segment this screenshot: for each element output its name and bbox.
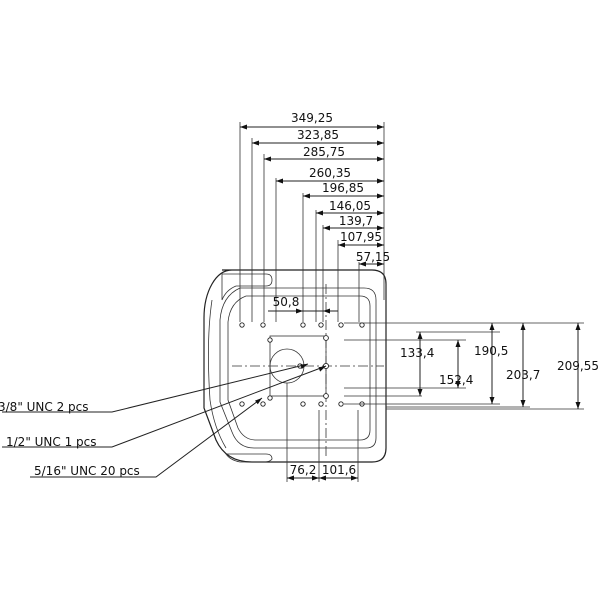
callout-5-16-unc: 5/16" UNC 20 pcs bbox=[34, 464, 140, 478]
hole bbox=[267, 337, 273, 343]
top-dimensions: 349,25 323,85 285,75 260,35 196,85 146,0… bbox=[239, 111, 390, 322]
hole bbox=[239, 322, 245, 328]
hole bbox=[260, 401, 266, 407]
hole bbox=[323, 335, 329, 341]
dim-50-8: 50,8 bbox=[273, 295, 300, 309]
dim-260-35: 260,35 bbox=[309, 166, 351, 180]
dim-76-2: 76,2 bbox=[290, 463, 317, 477]
dim-101-6: 101,6 bbox=[322, 463, 356, 477]
hole bbox=[323, 393, 329, 399]
hole bbox=[338, 322, 344, 328]
hole bbox=[300, 401, 306, 407]
right-dimensions: 133,4 190,5 152,4 203,7 209,55 bbox=[344, 322, 599, 410]
bottom-dimensions: 76,2 101,6 bbox=[286, 383, 359, 482]
dim-203-7: 203,7 bbox=[506, 368, 540, 382]
hole bbox=[359, 322, 365, 328]
hole bbox=[267, 395, 273, 401]
dim-146-05: 146,05 bbox=[329, 199, 371, 213]
dim-196-85: 196,85 bbox=[322, 181, 364, 195]
dim-152-4: 152,4 bbox=[439, 373, 473, 387]
callout-3-8-unc: 3/8" UNC 2 pcs bbox=[0, 400, 89, 414]
hole bbox=[300, 322, 306, 328]
dim-349-25: 349,25 bbox=[291, 111, 333, 125]
callout-1-2-unc: 1/2" UNC 1 pcs bbox=[6, 435, 97, 449]
hole bbox=[318, 401, 324, 407]
hole bbox=[338, 401, 344, 407]
dim-190-5: 190,5 bbox=[474, 344, 508, 358]
hole bbox=[239, 401, 245, 407]
dim-57-15: 57,15 bbox=[356, 250, 390, 264]
part-outline bbox=[203, 269, 387, 463]
dim-139-7: 139,7 bbox=[339, 214, 373, 228]
dim-323-85: 323,85 bbox=[297, 128, 339, 142]
dim-107-95: 107,95 bbox=[340, 230, 382, 244]
callouts: 3/8" UNC 2 pcs 1/2" UNC 1 pcs 5/16" UNC … bbox=[0, 363, 327, 478]
dim-285-75: 285,75 bbox=[303, 145, 345, 159]
dim-133-4: 133,4 bbox=[400, 346, 434, 360]
inner-dimension: 50,8 bbox=[268, 295, 338, 314]
hole bbox=[318, 322, 324, 328]
dim-209-55: 209,55 bbox=[557, 359, 599, 373]
hole bbox=[260, 322, 266, 328]
